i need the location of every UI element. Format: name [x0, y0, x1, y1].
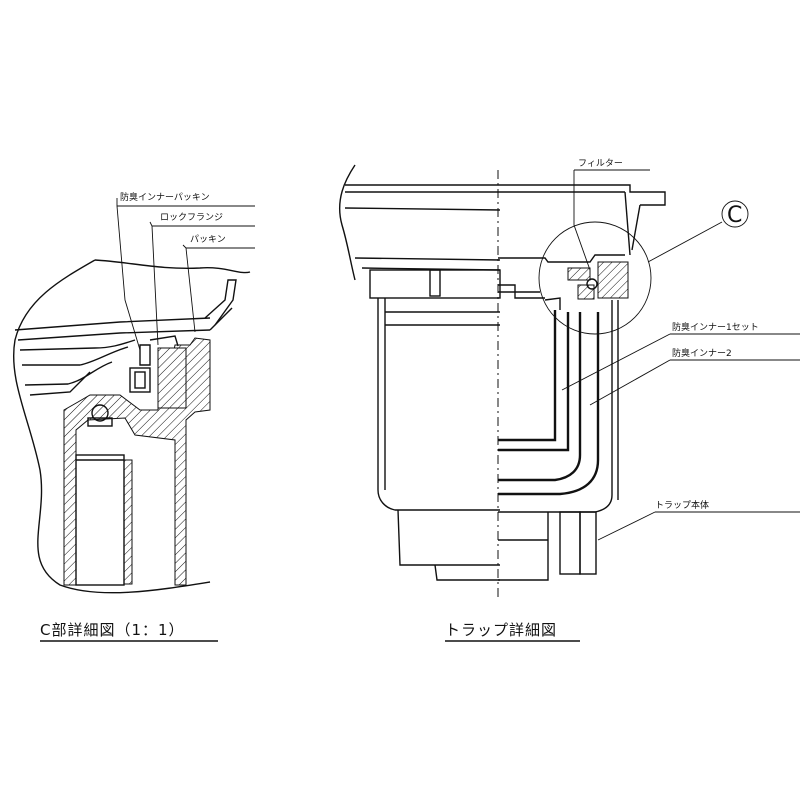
detail-c-circle [538, 221, 652, 335]
detail-trap-wall [63, 337, 211, 586]
callout-c-marker [721, 200, 749, 228]
label-inner-2: 防臭インナー2 [672, 347, 732, 359]
label-filter: フィルター [578, 158, 623, 169]
trap-seal-ring [597, 261, 629, 299]
trap-caption: トラップ詳細図 [445, 621, 557, 639]
detail-caption: C部詳細図（1：1） [40, 621, 185, 639]
trap-inner-2 [498, 312, 582, 482]
label-lock-flange: ロックフランジ [160, 212, 223, 223]
trap-inner-1 [498, 310, 557, 442]
detail-view-c: 防臭インナーパッキン ロックフランジ パッキン C部詳細図（1：1） [13, 191, 255, 642]
label-inner-set: 防臭インナー1セット [672, 321, 759, 333]
label-packing: パッキン [190, 234, 226, 245]
detail-lock-flange [157, 347, 187, 409]
trap-view: C フィルター 防臭インナー1セット 防臭インナー2 トラップ本体 トラップ詳細… [338, 158, 800, 642]
label-inner-packing: 防臭インナーパッキン [120, 191, 210, 203]
label-trap-body: トラップ本体 [655, 499, 709, 511]
callout-c-letter: C [727, 203, 742, 228]
detail-break-line [13, 259, 211, 594]
